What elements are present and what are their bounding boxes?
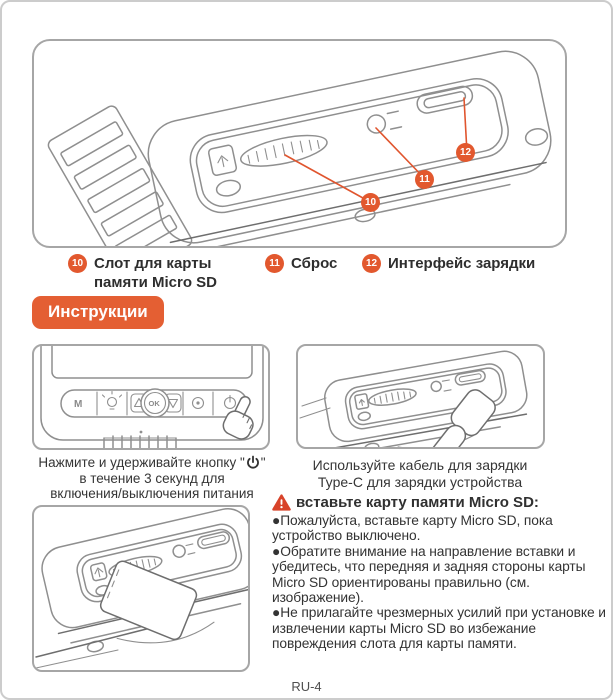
charge-caption-line1: Используйте кабель для зарядки bbox=[312, 457, 528, 473]
power-button-icon bbox=[223, 394, 237, 410]
power-caption-line1: Нажмите и удерживайте кнопку "" bbox=[38, 455, 266, 470]
sd-warning-title: вставьте карту памяти Micro SD: bbox=[296, 494, 539, 511]
callout-11-badge: 11 bbox=[415, 170, 434, 189]
legend-badge-11: 11 bbox=[265, 254, 284, 273]
type-c-port-icon bbox=[416, 85, 474, 114]
legend-badge-10: 10 bbox=[68, 254, 87, 273]
reset-button-icon bbox=[172, 544, 186, 558]
type-c-port-icon bbox=[197, 531, 231, 550]
reset-button-icon bbox=[430, 380, 442, 393]
legend-item-reset: 11 Сброс bbox=[265, 254, 337, 273]
power-icon bbox=[246, 455, 259, 469]
micro-sd-card-icon bbox=[99, 560, 198, 641]
legend-label-sd-slot: Слот для карты памяти Micro SD bbox=[94, 255, 217, 291]
power-caption-line2: в течение 3 секунд для bbox=[79, 470, 225, 486]
legend-label-charging: Интерфейс зарядки bbox=[388, 255, 536, 272]
oval-button-icon bbox=[215, 179, 242, 197]
warning-triangle-icon bbox=[272, 494, 291, 511]
sd-warning-bullet-2: ●Обратите внимание на направление вставк… bbox=[272, 543, 586, 606]
ok-button-icon bbox=[140, 388, 170, 418]
sd-slot-icon bbox=[367, 388, 417, 406]
legend-label-reset: Сброс bbox=[291, 255, 338, 272]
svg-text:OK: OK bbox=[149, 399, 161, 408]
grip-ladder-icon bbox=[47, 105, 193, 246]
charge-instruction-caption: Используйте кабель для зарядки Type-C дл… bbox=[288, 457, 552, 491]
record-button-icon bbox=[191, 396, 205, 410]
page-number: RU-4 bbox=[291, 679, 322, 694]
legend-badge-12: 12 bbox=[362, 254, 381, 273]
leader-line-10 bbox=[284, 154, 373, 204]
sd-warning-block: вставьте карту памяти Micro SD: ●Пожалуй… bbox=[272, 494, 610, 652]
hand-pressing-icon bbox=[222, 395, 254, 440]
sd-warning-title-row: вставьте карту памяти Micro SD: bbox=[272, 494, 610, 511]
legend-item-sd-slot: 10 Слот для карты памяти Micro SD bbox=[68, 254, 238, 292]
sd-warning-body: ●Пожалуйста, вставьте карту Micro SD, по… bbox=[272, 513, 610, 652]
callout-12-badge: 12 bbox=[456, 143, 475, 162]
device-line-art bbox=[47, 50, 552, 246]
device-screen bbox=[51, 346, 253, 379]
device-top-diagram bbox=[32, 39, 567, 248]
type-c-port-icon bbox=[454, 369, 486, 386]
charge-instruction-image bbox=[296, 344, 545, 449]
callout-10-badge: 10 bbox=[361, 193, 380, 212]
power-instruction-image: M OK bbox=[32, 344, 270, 450]
power-caption-line3: включения/выключения питания bbox=[50, 486, 254, 501]
sd-warning-bullet-1: ●Пожалуйста, вставьте карту Micro SD, по… bbox=[272, 513, 553, 544]
charge-caption-line2: Type-C для зарядки устройства bbox=[317, 474, 523, 490]
sd-slot-icon bbox=[240, 134, 328, 167]
sd-card-icon bbox=[207, 144, 238, 176]
type-c-cable-icon bbox=[413, 389, 496, 447]
legend-item-charging: 12 Интерфейс зарядки bbox=[362, 254, 535, 273]
sd-insert-image bbox=[32, 505, 250, 672]
power-instruction-caption: Нажмите и удерживайте кнопку "" в течени… bbox=[26, 455, 278, 502]
down-button-icon bbox=[167, 398, 179, 409]
light-button-icon bbox=[101, 390, 123, 410]
sd-card-icon bbox=[89, 562, 108, 582]
m-button-icon: M bbox=[74, 399, 82, 410]
sd-warning-bullet-3: ●Не прилагайте чрезмерных усилий при уст… bbox=[272, 605, 606, 652]
sd-card-icon bbox=[354, 393, 370, 410]
instructions-banner: Инструкции bbox=[32, 296, 164, 329]
reset-button-icon bbox=[366, 114, 387, 134]
